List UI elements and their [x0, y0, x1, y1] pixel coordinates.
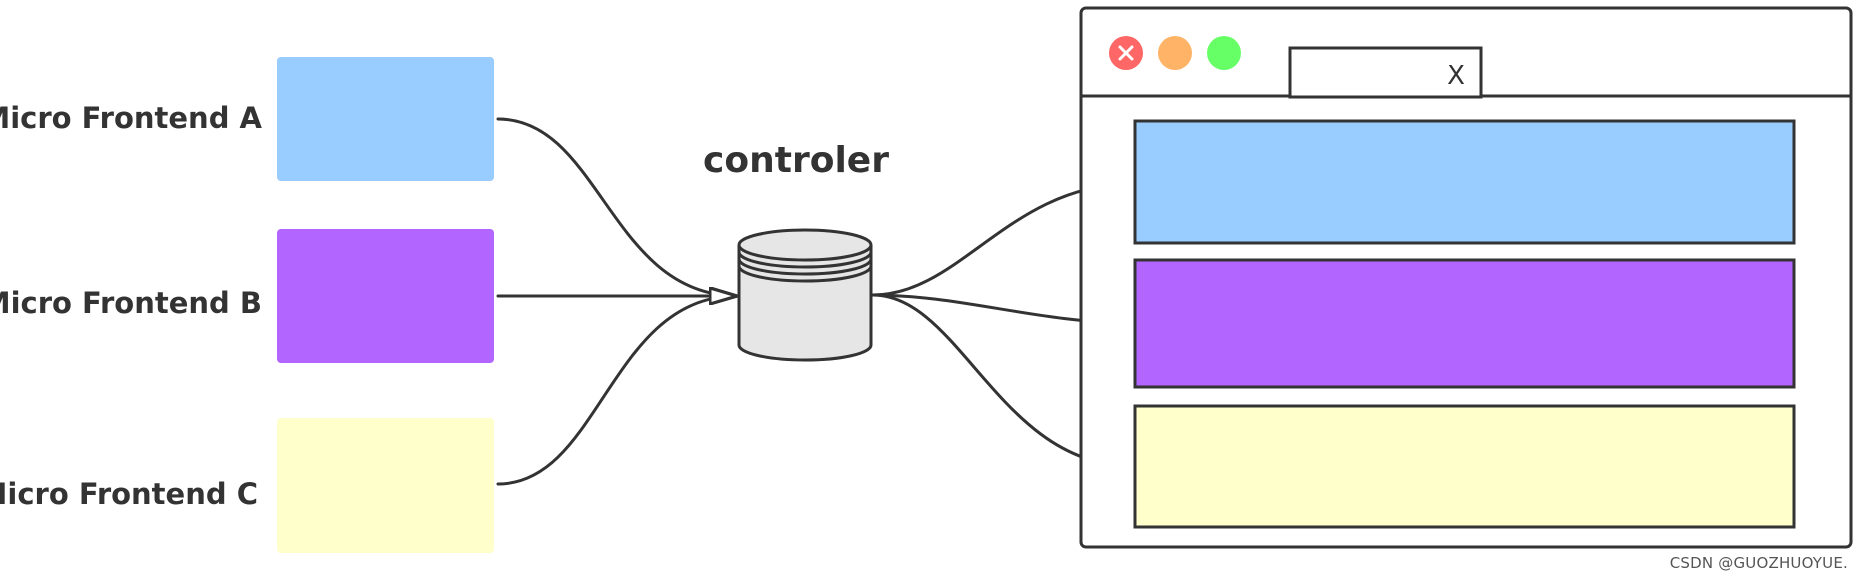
- source-label-a: Micro Frontend A: [0, 101, 263, 135]
- close-icon: [1118, 45, 1134, 61]
- maximize-button[interactable]: [1207, 36, 1241, 70]
- browser-tab[interactable]: [1288, 46, 1483, 99]
- content-panel-3: [1133, 404, 1796, 529]
- micro-frontend-b-box: [277, 229, 494, 363]
- database-icon: [737, 228, 873, 362]
- watermark: CSDN @GUOZHUOYUE.: [1669, 554, 1848, 572]
- micro-frontend-a-box: [277, 57, 494, 181]
- controller-label: controler: [703, 140, 889, 181]
- content-panel-2: [1133, 258, 1796, 389]
- minimize-button[interactable]: [1158, 36, 1192, 70]
- tab-close-label[interactable]: X: [1447, 61, 1465, 91]
- source-label-c: Micro Frontend C: [0, 477, 258, 511]
- micro-frontend-c-box: [277, 418, 494, 553]
- connector-a-to-controller: [496, 117, 739, 296]
- content-panel-1: [1133, 119, 1796, 245]
- connector-c-to-controller: [496, 296, 739, 486]
- source-label-b: Micro Frontend B: [0, 286, 262, 320]
- browser-window: X: [1079, 6, 1853, 549]
